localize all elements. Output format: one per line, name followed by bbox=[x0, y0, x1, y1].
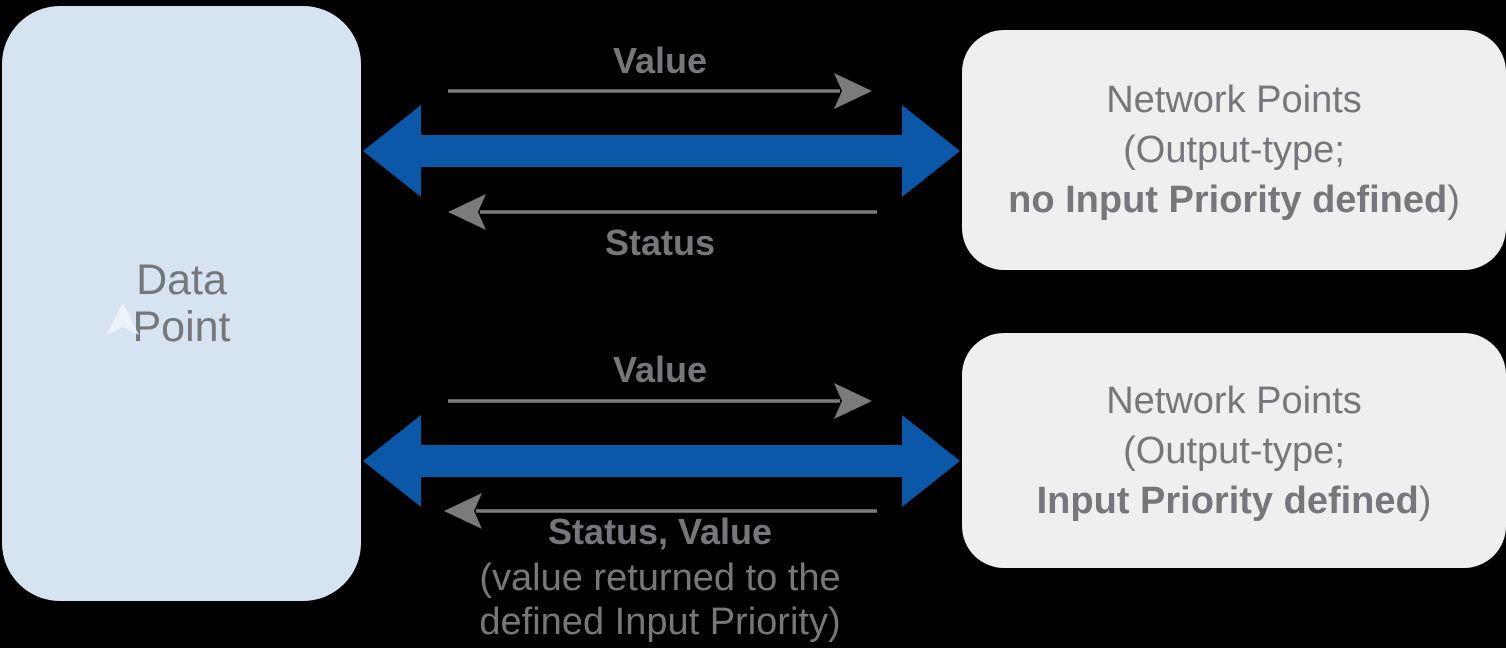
cursor-arrow-icon bbox=[106, 303, 139, 335]
network-label-line3-bold: Input Priority defined bbox=[1036, 479, 1419, 522]
network-label-line3: Input Priority defined) bbox=[1037, 476, 1432, 526]
network-points-box-no-priority: Network Points (Output-type; no Input Pr… bbox=[962, 30, 1506, 270]
bidirectional-arrow-top-icon bbox=[363, 105, 960, 197]
network-points-priority-label: Network Points (Output-type; Input Prior… bbox=[1037, 376, 1432, 526]
network-label-line3-bold: no Input Priority defined bbox=[1008, 179, 1448, 221]
network-label-line2: (Output-type; bbox=[1123, 129, 1345, 171]
network-label-line1: Network Points bbox=[1106, 79, 1362, 121]
return-note: (value returned to the defined Input Pri… bbox=[440, 556, 880, 644]
data-point-label-line1: Data bbox=[136, 255, 227, 304]
status-value-label-bottom: Status, Value bbox=[547, 511, 773, 552]
value-label-bottom: Value bbox=[612, 349, 708, 390]
data-point-label-line2: Point bbox=[132, 302, 231, 351]
value-label-top: Value bbox=[612, 40, 708, 81]
network-points-box-priority: Network Points (Output-type; Input Prior… bbox=[962, 333, 1506, 568]
status-arrow-top-head-icon bbox=[448, 194, 486, 230]
status-arrow-bottom-head-icon bbox=[444, 493, 482, 529]
data-point-label: Data Point bbox=[132, 255, 231, 351]
value-arrow-top-head-icon bbox=[834, 73, 872, 109]
network-label-line3-suffix: ) bbox=[1447, 179, 1460, 221]
data-point-box: Data Point bbox=[2, 6, 361, 601]
network-label-line3: no Input Priority defined) bbox=[1008, 175, 1460, 225]
network-label-line3-suffix: ) bbox=[1418, 479, 1432, 522]
bidirectional-arrow-bottom-icon bbox=[363, 415, 960, 507]
network-label-line2: (Output-type; bbox=[1123, 429, 1345, 472]
return-note-line2: defined Input Priority) bbox=[479, 601, 841, 643]
return-note-line1: (value returned to the bbox=[479, 557, 841, 599]
network-label-line1: Network Points bbox=[1106, 379, 1362, 422]
value-arrow-bottom-head-icon bbox=[834, 383, 872, 419]
status-label-top: Status bbox=[604, 222, 716, 263]
network-points-no-priority-label: Network Points (Output-type; no Input Pr… bbox=[1008, 75, 1460, 225]
